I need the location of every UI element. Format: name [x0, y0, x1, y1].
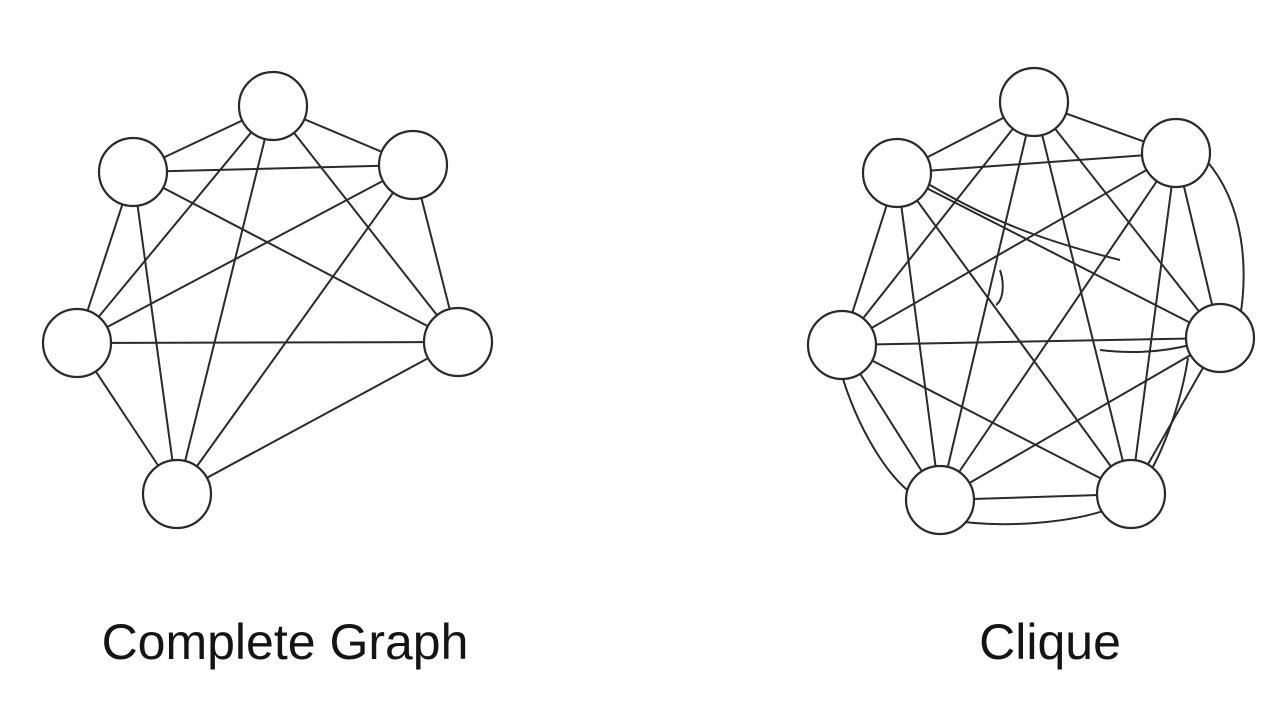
complete-graph-node-2: [377, 129, 449, 201]
complete-graph: [41, 70, 494, 530]
clique-node-3: [806, 309, 878, 381]
complete-graph-node-3: [41, 307, 113, 379]
clique-caption: Clique: [979, 614, 1121, 670]
clique-edge-1-2: [896, 152, 1177, 174]
clique-node-2: [1140, 117, 1212, 189]
clique-node-6: [1095, 458, 1167, 530]
clique-node-5: [904, 464, 976, 536]
clique-curved-edge-2: [841, 375, 917, 497]
clique-edge-3-4: [841, 337, 1221, 346]
clique-curved-edge-5: [929, 184, 1121, 261]
clique-graph: [806, 66, 1256, 536]
clique-edge-0-5: [939, 101, 1035, 501]
complete-graph-edge-2-5: [176, 164, 414, 495]
clique-edge-0-4: [1033, 101, 1221, 339]
complete-graph-node-1: [97, 136, 169, 208]
complete-graph-nodes: [41, 70, 494, 530]
clique-edge-1-5: [896, 172, 941, 501]
clique-edge-2-3: [841, 152, 1177, 346]
complete-graph-edge-1-4: [132, 171, 459, 343]
clique-nodes: [806, 66, 1256, 536]
complete-graph-edge-0-4: [272, 105, 459, 343]
complete-graph-edge-3-4: [76, 341, 459, 344]
complete-graph-node-4: [422, 306, 494, 378]
complete-graph-edge-2-3: [76, 164, 414, 344]
clique-edge-0-3: [841, 101, 1035, 346]
complete-graph-node-5: [141, 458, 213, 530]
complete-graph-edge-1-2: [132, 164, 414, 173]
clique-edge-2-6: [1130, 152, 1177, 495]
complete-graph-node-0: [237, 70, 309, 142]
clique-node-4: [1184, 302, 1256, 374]
clique-edge-1-6: [896, 172, 1132, 495]
complete-graph-edge-0-3: [76, 105, 274, 344]
complete-graph-edge-1-5: [132, 171, 178, 495]
complete-graph-edge-0-5: [176, 105, 274, 495]
complete-graph-caption: Complete Graph: [101, 614, 469, 670]
clique-edge-4-5: [939, 337, 1221, 501]
clique-curved-edge-6: [1099, 344, 1191, 354]
clique-edge-0-6: [1033, 101, 1132, 495]
clique-curved-edge-3: [1149, 357, 1189, 473]
clique-node-0: [998, 66, 1070, 138]
clique-edge-1-4: [896, 172, 1221, 339]
clique-edge-2-5: [939, 152, 1177, 501]
complete-graph-edge-4-5: [176, 341, 459, 495]
clique-node-1: [861, 137, 933, 209]
clique-curved-edge-4: [995, 269, 1004, 306]
clique-edge-3-6: [841, 344, 1132, 495]
clique-curved-edge-0: [1205, 159, 1245, 319]
